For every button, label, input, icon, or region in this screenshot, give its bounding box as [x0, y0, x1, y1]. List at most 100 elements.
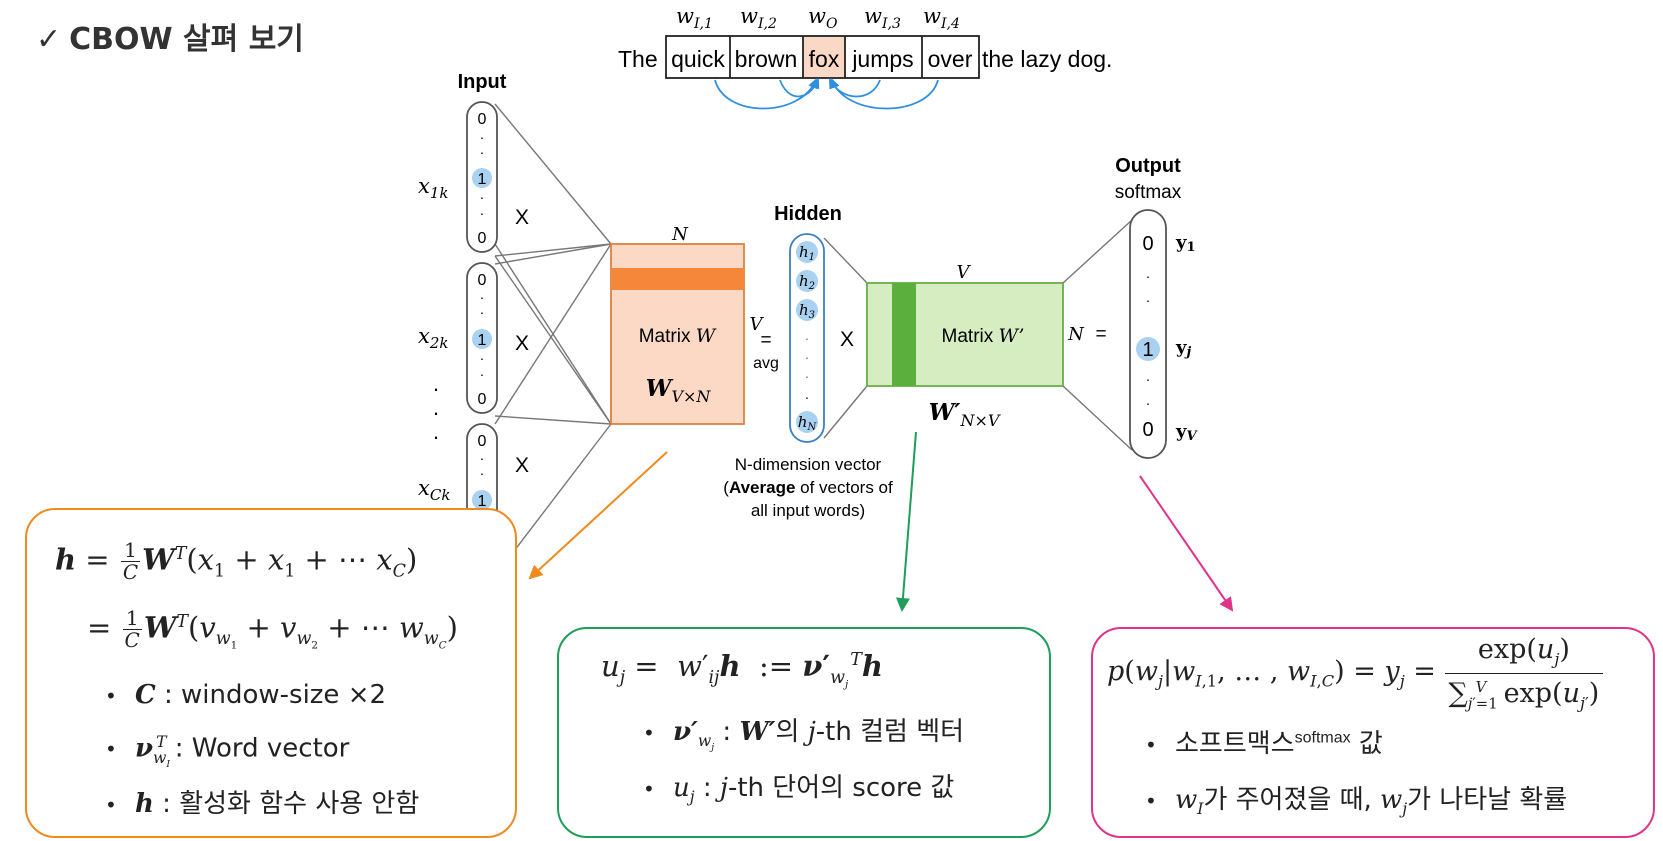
- input-heading: Input: [458, 71, 507, 93]
- svg-text:·: ·: [805, 349, 810, 365]
- word-frame: [665, 35, 980, 79]
- matrix-w: N Matrix W WV×N V: [610, 224, 765, 425]
- matrix-w-label: Matrix W: [639, 325, 717, 347]
- svg-text:0: 0: [478, 230, 487, 247]
- bullet-score: •uj : j-th 단어의 score 값: [643, 773, 955, 807]
- context-arrow: [830, 78, 939, 110]
- hidden-caption-2: (Average of vectors of: [723, 478, 893, 497]
- svg-text:0: 0: [478, 433, 487, 450]
- svg-text:·: ·: [432, 400, 439, 425]
- svg-text:0: 0: [1142, 419, 1153, 441]
- matrix-w-prime: V Matrix W’ W′N×V N =: [866, 262, 1107, 430]
- context-arrow: [714, 78, 818, 110]
- input-ellipsis: · · ·: [432, 376, 439, 449]
- svg-text:·: ·: [480, 144, 485, 160]
- sentence-word-the: The: [618, 46, 658, 72]
- score-formula-box: uj = w′ijh := ν′wjTh •ν′wj : W′의 j-th 컬럼…: [557, 627, 1051, 838]
- output-heading: Output: [1115, 155, 1181, 177]
- softmax-formula: p(wj|wI,1, … , wI,C) = yj = exp(uj)∑j′=1…: [1107, 633, 1604, 713]
- svg-text:·: ·: [1146, 395, 1151, 411]
- output-active-node: [1136, 337, 1160, 361]
- input-label: xCk: [418, 476, 450, 504]
- output-label: yV: [1175, 421, 1198, 444]
- context-label: wI,3: [864, 4, 901, 32]
- output-label: y1: [1175, 232, 1196, 255]
- context-label: wI,1: [676, 4, 713, 32]
- svg-text:0: 0: [1142, 233, 1153, 255]
- sentence: The quick brown fox jumps over the lazy …: [618, 4, 1112, 110]
- output-connections: [1062, 219, 1133, 451]
- highlight-fox: [803, 36, 845, 78]
- svg-text:·: ·: [480, 465, 485, 481]
- output-equals: =: [1095, 324, 1106, 345]
- one-hot-node: [472, 490, 492, 510]
- times-sign: X: [515, 332, 529, 355]
- output-subheading: softmax: [1115, 182, 1182, 203]
- matrix-w-formula: WV×N: [646, 375, 712, 406]
- bullet-softmax-value: •소프트맥스softmax 값: [1145, 729, 1383, 759]
- context-label: wI,4: [923, 4, 960, 32]
- svg-text:·: ·: [432, 424, 439, 449]
- svg-text:·: ·: [1146, 292, 1151, 308]
- svg-text:1: 1: [478, 332, 487, 349]
- matrix-w-prime-formula: W′N×V: [929, 399, 1001, 430]
- sentence-word-rest: the lazy dog.: [982, 46, 1112, 72]
- score-formula: uj = w′ijh := ν′wjTh: [601, 649, 883, 691]
- svg-text:·: ·: [480, 304, 485, 320]
- hidden-caption-1: N-dimension vector: [735, 455, 882, 474]
- hidden-node: h1: [799, 243, 815, 263]
- svg-text:·: ·: [480, 289, 485, 305]
- softmax-formula-box: p(wj|wI,1, … , wI,C) = yj = exp(uj)∑j′=1…: [1091, 627, 1655, 838]
- svg-text:·: ·: [432, 376, 439, 401]
- bullet-word-vector: •νwIT : Word vector: [105, 733, 350, 770]
- svg-text:·: ·: [1146, 268, 1151, 284]
- context-label: wI,2: [740, 4, 777, 32]
- input-label: x2k: [418, 324, 448, 352]
- input-vector-2: 0 · · 1 · · 0 x2k X: [418, 262, 529, 414]
- input-vector-1: 0 · · 1 · · 0 x1k X: [418, 101, 529, 253]
- svg-text:0: 0: [478, 111, 487, 128]
- pink-callout-arrow: [1139, 475, 1234, 612]
- orange-callout-arrow: [528, 451, 668, 580]
- bullet-column-vector: •ν′wj : W′의 j-th 컬럼 벡터: [643, 717, 965, 754]
- page-title: ✓CBOW 살펴 보기: [36, 14, 304, 58]
- svg-text:0: 0: [478, 391, 487, 408]
- svg-text:1: 1: [478, 171, 487, 188]
- svg-text:·: ·: [480, 189, 485, 205]
- sentence-word-brown: brown: [735, 46, 798, 72]
- hidden-node: h2: [799, 272, 815, 292]
- svg-text:·: ·: [480, 350, 485, 366]
- page-title-text: CBOW 살펴 보기: [69, 22, 304, 57]
- sentence-word-over: over: [928, 46, 973, 72]
- matrix-w-dim-left: V: [750, 314, 765, 335]
- times-sign: X: [515, 454, 529, 477]
- hidden-connections: [823, 237, 868, 439]
- svg-text:·: ·: [480, 129, 485, 145]
- output-layer: Output softmax 0 · · 1 · · 0 y1 yj yV: [1115, 155, 1198, 459]
- bullet-probability: •wI가 주어졌을 때, wj가 나타날 확률: [1145, 785, 1568, 819]
- sentence-word-fox: fox: [809, 46, 840, 72]
- output-label: yj: [1175, 337, 1191, 360]
- equals-sign: =: [760, 330, 771, 351]
- times-sign: X: [515, 206, 529, 229]
- bullet-activation: •h : 활성화 함수 사용 안함: [105, 789, 420, 819]
- matrix-w-prime-dim-top: V: [957, 262, 972, 283]
- svg-text:·: ·: [805, 330, 810, 346]
- svg-text:·: ·: [480, 205, 485, 221]
- hidden-caption-3: all input words): [751, 501, 865, 520]
- check-icon: ✓: [36, 22, 62, 57]
- svg-text:1: 1: [478, 493, 487, 510]
- matrix-w-prime-dim-left: N: [1067, 324, 1085, 345]
- svg-text:0: 0: [478, 272, 487, 289]
- one-hot-node: [472, 168, 492, 188]
- times-sign: X: [840, 328, 854, 351]
- hidden-layer: Hidden h1 h2 h3 · · · · hN X N-dimension…: [723, 203, 893, 520]
- sentence-word-quick: quick: [671, 46, 725, 72]
- bullet-window-size: •C : window-size ×2: [105, 680, 387, 710]
- matrix-w-prime-label: Matrix W’: [942, 325, 1025, 347]
- green-callout-arrow: [895, 431, 917, 612]
- one-hot-node: [472, 329, 492, 349]
